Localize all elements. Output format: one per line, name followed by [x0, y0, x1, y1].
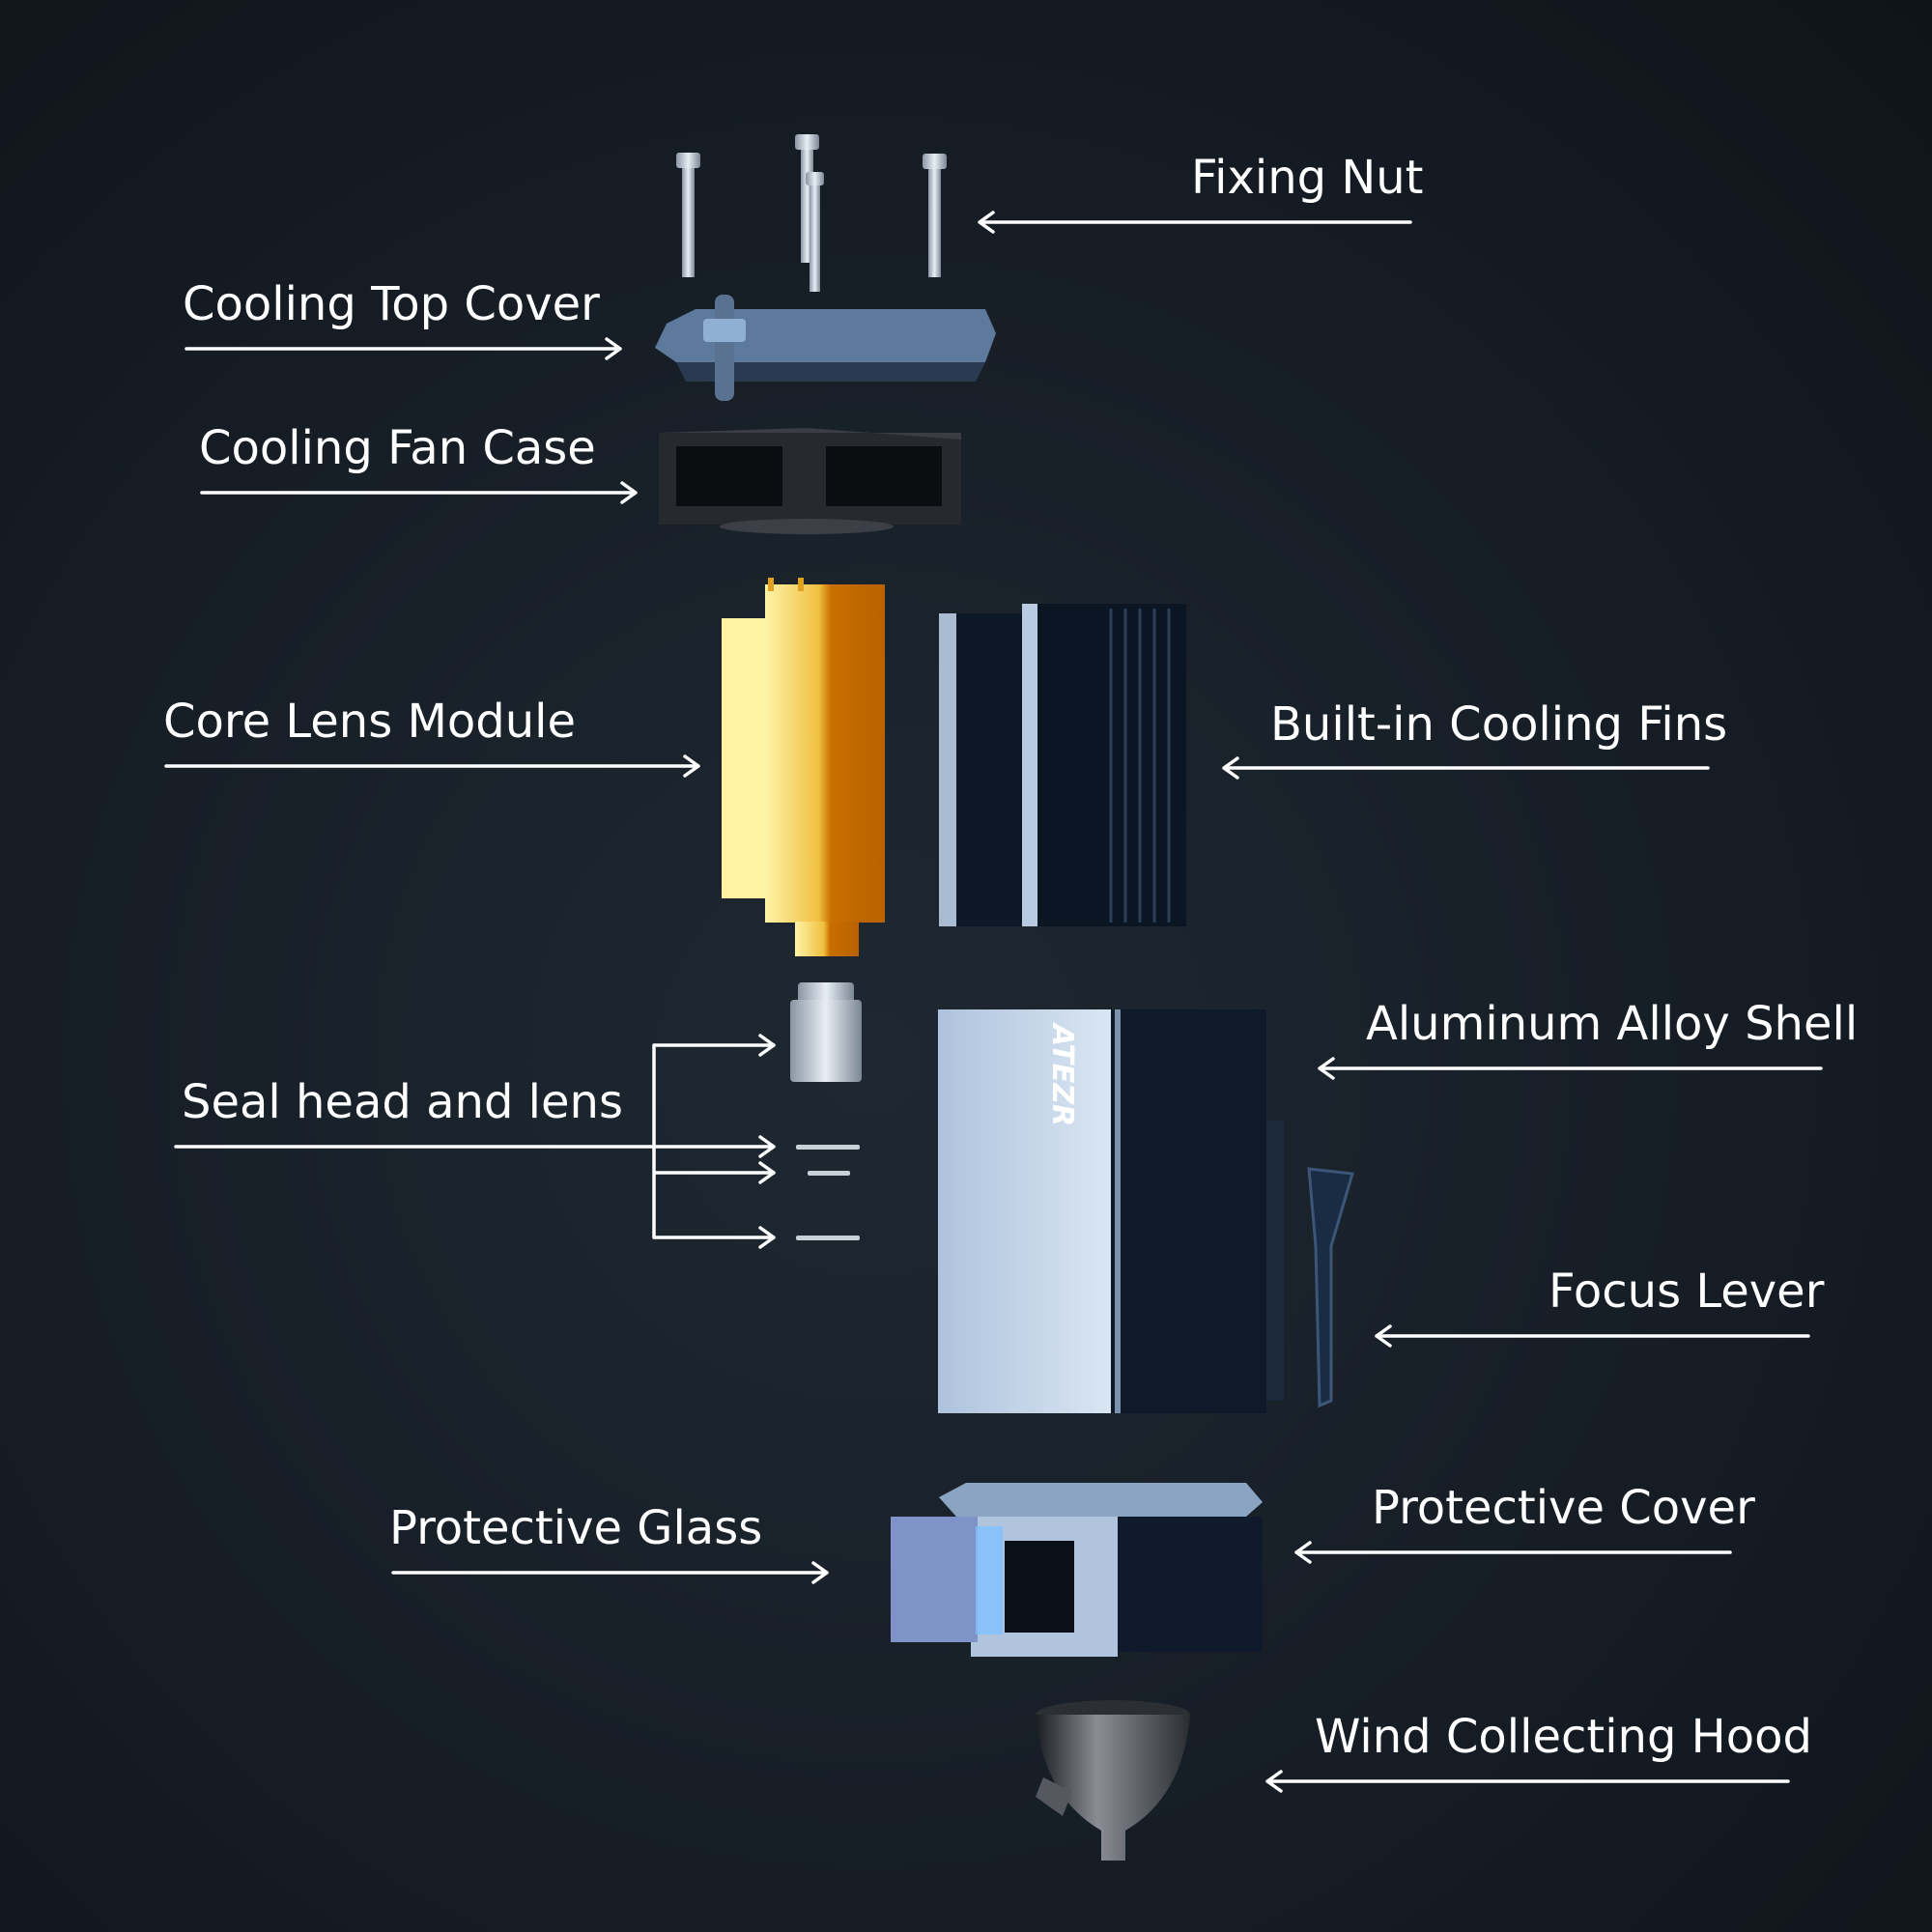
focus-lever: [1307, 1167, 1354, 1408]
label-built-in-cooling-fins: Built-in Cooling Fins: [1222, 697, 1727, 780]
label-aluminum-alloy-shell: Aluminum Alloy Shell: [1318, 997, 1858, 1080]
cooling-fan-case: [659, 428, 961, 534]
wind-collecting-hood: [1036, 1700, 1190, 1861]
svg-text:Core Lens Module: Core Lens Module: [163, 695, 576, 749]
label-fixing-nut: Fixing Nut: [978, 151, 1424, 234]
label-focus-lever: Focus Lever: [1375, 1264, 1825, 1348]
cooling-top-cover: [655, 295, 996, 401]
label-core-lens-module: Core Lens Module: [163, 695, 700, 778]
seal-head-and-lens: [790, 982, 862, 1240]
svg-text:Protective Glass: Protective Glass: [389, 1501, 762, 1555]
svg-text:Cooling Top Cover: Cooling Top Cover: [183, 277, 600, 331]
fixing-nut-screws: [676, 134, 947, 292]
built-in-cooling-fins: [939, 604, 1186, 926]
svg-text:Built-in Cooling Fins: Built-in Cooling Fins: [1270, 697, 1727, 752]
svg-text:Fixing Nut: Fixing Nut: [1191, 151, 1424, 205]
svg-text:Focus Lever: Focus Lever: [1548, 1264, 1825, 1319]
label-cooling-fan-case: Cooling Fan Case: [199, 421, 638, 504]
aluminum-alloy-shell: ATEZR: [938, 1009, 1284, 1413]
core-lens-module: [722, 578, 885, 956]
svg-text:Cooling Fan Case: Cooling Fan Case: [199, 421, 596, 475]
svg-text:Seal head and lens: Seal head and lens: [182, 1075, 623, 1129]
label-cooling-top-cover: Cooling Top Cover: [183, 277, 622, 360]
svg-text:Wind Collecting Hood: Wind Collecting Hood: [1315, 1710, 1812, 1764]
label-wind-collecting-hood: Wind Collecting Hood: [1265, 1710, 1812, 1793]
svg-text:Protective Cover: Protective Cover: [1372, 1481, 1755, 1535]
brand-logo: ATEZR: [1045, 1022, 1079, 1126]
label-seal-head-and-lens: Seal head and lens: [174, 1034, 776, 1249]
label-protective-cover: Protective Cover: [1294, 1481, 1755, 1564]
svg-text:Aluminum Alloy Shell: Aluminum Alloy Shell: [1366, 997, 1858, 1051]
protective-cover: [891, 1483, 1263, 1657]
label-protective-glass: Protective Glass: [389, 1501, 829, 1584]
